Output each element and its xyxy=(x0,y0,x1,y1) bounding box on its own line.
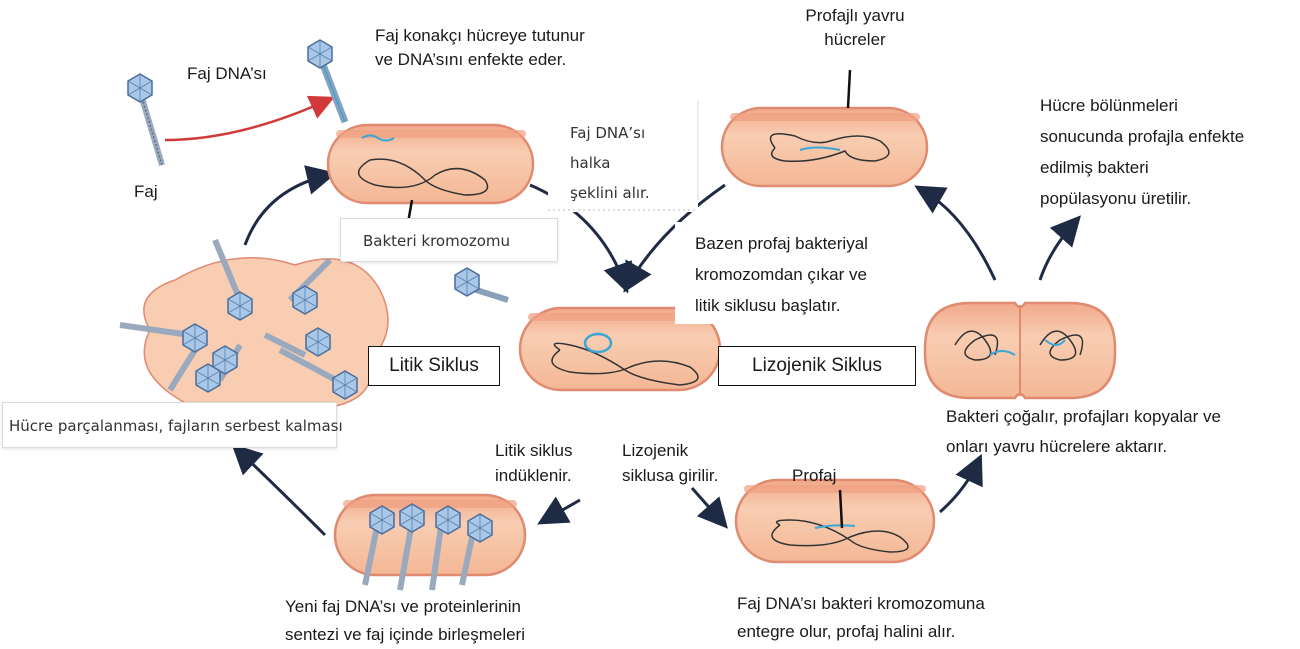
entegre-label: Faj DNA’sı bakteri kromozomuna entegre o… xyxy=(737,590,985,646)
arrow-dividing-to-population xyxy=(1040,222,1075,280)
cell-daughters xyxy=(722,70,927,186)
lizojenik-girilir-label: Lizojenik siklusa girilir. xyxy=(622,438,718,488)
bakteri-cogalir-label: Bakteri çoğalır, profajları kopyalar ve … xyxy=(946,402,1221,462)
hucre-bolunmeleri-label: Hücre bölünmeleri sonucunda profajla enf… xyxy=(1040,90,1244,214)
arrow-lysogenic-entered xyxy=(692,488,722,522)
arrow-dividing-to-daughters xyxy=(922,190,995,280)
arrow-synthesis-to-lysis xyxy=(238,450,325,535)
profajli-yavru-label: Profajlı yavru hücreler xyxy=(785,4,925,52)
lizojenik-siklus-box: Lizojenik Siklus xyxy=(718,346,916,386)
arrow-lysis-to-attach xyxy=(245,175,328,245)
red-injection-arrow xyxy=(165,100,328,140)
cell-synthesis xyxy=(335,495,525,590)
ring-label: Faj DNA’sı halka şeklini alır. xyxy=(570,118,650,208)
bakteri-kromozomu-label: Bakteri kromozomu xyxy=(340,218,558,262)
faj-label: Faj xyxy=(134,180,158,204)
cell-dividing xyxy=(925,303,1115,398)
bazen-profaj-label: Bazen profaj bakteriyal kromozomdan çıka… xyxy=(695,228,868,321)
litik-siklus-box: Litik Siklus xyxy=(368,346,500,386)
cell-integrated xyxy=(736,480,934,562)
yeni-faj-label: Yeni faj DNA’sı ve proteinlerinin sentez… xyxy=(285,593,525,649)
cell-lysing xyxy=(120,240,388,418)
arrow-lytic-induced xyxy=(545,500,580,520)
lysis-label: Hücre parçalanması, fajların serbest kal… xyxy=(2,402,337,448)
arrow-integrated-to-dividing xyxy=(940,462,978,512)
free-phage-icon xyxy=(128,74,162,165)
litik-induklenir-label: Litik siklus indüklenir. xyxy=(495,438,572,488)
attach-label: Faj konakçı hücreye tutunur ve DNA’sını … xyxy=(375,24,585,72)
faj-dna-label: Faj DNA’sı xyxy=(187,62,267,86)
profaj-label: Profaj xyxy=(792,464,836,488)
